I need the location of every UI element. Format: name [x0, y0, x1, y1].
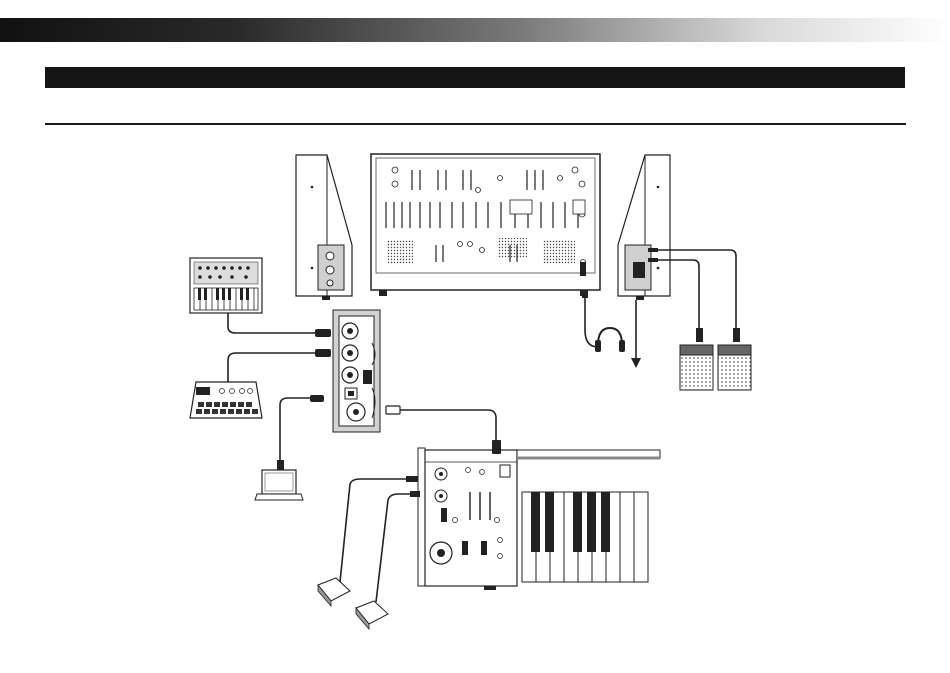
headphones	[595, 328, 625, 352]
speaker-left	[680, 345, 713, 390]
keyboard-synth	[190, 258, 262, 313]
expression-pedal	[356, 601, 388, 629]
power-arrow	[631, 300, 641, 368]
right-side-panel	[618, 155, 670, 300]
jack-panel-closeup	[333, 310, 380, 432]
speaker-right	[718, 345, 751, 390]
sequencer-device	[190, 382, 262, 418]
keyboard-controller	[418, 448, 660, 590]
left-side-panel	[296, 155, 352, 300]
laptop	[255, 470, 303, 500]
sustain-pedal	[318, 578, 350, 606]
main-synth-module	[371, 154, 600, 296]
